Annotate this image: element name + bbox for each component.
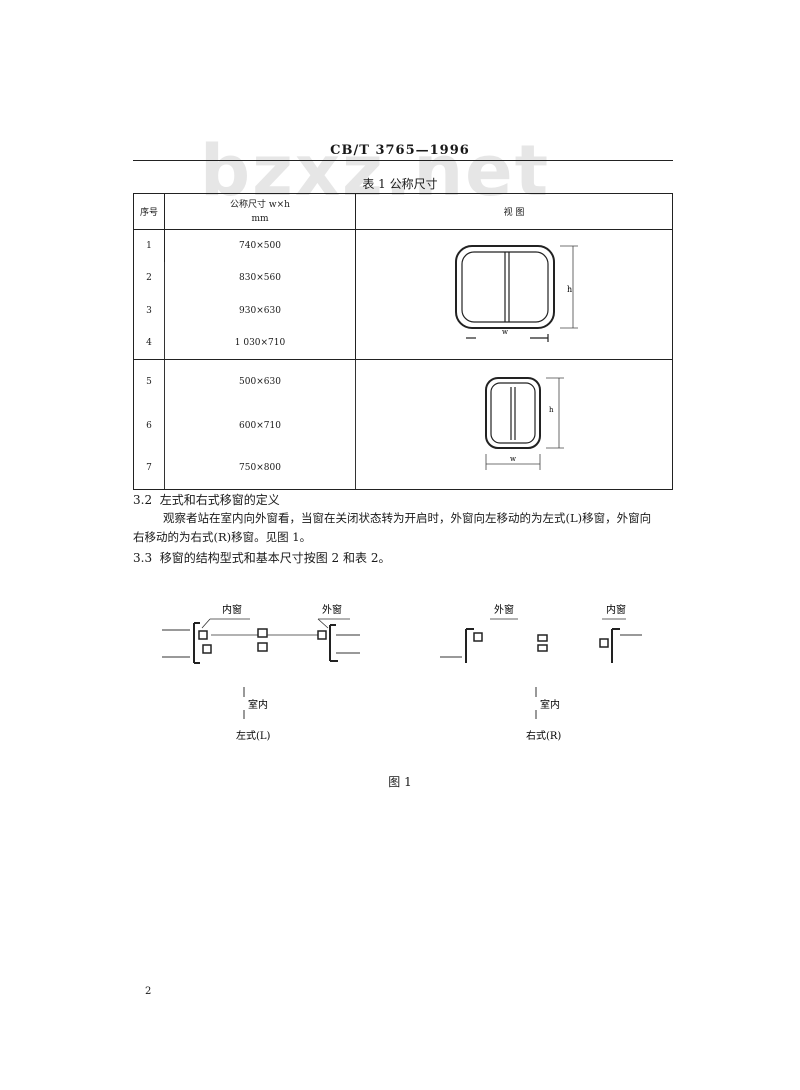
dim-w-label: w xyxy=(502,328,508,336)
col-header-index: 序号 xyxy=(133,193,165,230)
row-no: 7 xyxy=(133,446,165,490)
header-rule xyxy=(133,160,673,161)
row-size: 1 030×710 xyxy=(164,327,356,360)
right-inner-label: 内窗 xyxy=(606,603,626,616)
row-no: 3 xyxy=(133,294,165,328)
row-no: 6 xyxy=(133,404,165,447)
col-header-view: 视 图 xyxy=(355,193,673,230)
section-3-2-heading: 3.2 左式和右式移窗的定义 xyxy=(133,493,280,507)
landscape-window-drawing: h w xyxy=(455,245,578,342)
row-size: 600×710 xyxy=(164,404,356,447)
right-outer-label: 外窗 xyxy=(494,603,514,616)
row-size: 500×630 xyxy=(164,359,356,405)
left-type-label: 左式(L) xyxy=(236,729,271,742)
row-no: 4 xyxy=(133,327,165,360)
dim-h-label: h xyxy=(567,285,572,294)
left-inner-label: 内窗 xyxy=(222,603,242,616)
section-3-3-heading: 3.3 移窗的结构型式和基本尺寸按图 2 和表 2。 xyxy=(133,551,391,565)
standard-header: CB/T 3765—1996 xyxy=(330,143,470,158)
left-outer-label: 外窗 xyxy=(322,603,342,616)
col-header-size: 公称尺寸 w×h mm xyxy=(164,193,356,230)
section-3-2-line2: 右移动的为右式(R)移窗。见图 1。 xyxy=(133,530,312,544)
dim-w-label-portrait: w xyxy=(510,455,516,463)
right-type-diagram: 外窗 内窗 室内 右式(R) xyxy=(440,603,642,742)
left-type-diagram: 内窗 外窗 室内 左式(L) xyxy=(162,603,360,742)
figure-1-drawing: 内窗 外窗 室内 左式(L) 外窗 内窗 xyxy=(162,603,642,742)
right-type-label: 右式(R) xyxy=(526,729,561,742)
section-3-2-line1: 观察者站在室内向外窗看，当窗在关闭状态转为开启时，外窗向左移动的为左式(L)移窗… xyxy=(163,511,652,525)
row-no: 5 xyxy=(133,359,165,405)
row-size: 830×560 xyxy=(164,261,356,295)
page-number: 2 xyxy=(145,986,152,997)
nominal-size-table: 序号 公称尺寸 w×h mm 视 图 1 740×500 h w xyxy=(133,193,673,490)
row-no: 1 xyxy=(133,229,165,262)
left-room-label: 室内 xyxy=(248,698,268,711)
row-size: 750×800 xyxy=(164,446,356,490)
dim-h-label-portrait: h xyxy=(549,406,554,414)
row-no: 2 xyxy=(133,261,165,295)
row-size: 740×500 xyxy=(164,229,356,262)
right-room-label: 室内 xyxy=(540,698,560,711)
table-caption: 表 1 公称尺寸 xyxy=(362,177,438,191)
portrait-window-drawing: h w xyxy=(485,377,564,470)
row-size: 930×630 xyxy=(164,294,356,328)
view-portrait-cell: h w xyxy=(355,359,673,490)
figure-caption: 图 1 xyxy=(388,775,412,789)
view-landscape-cell: h w xyxy=(355,229,673,360)
